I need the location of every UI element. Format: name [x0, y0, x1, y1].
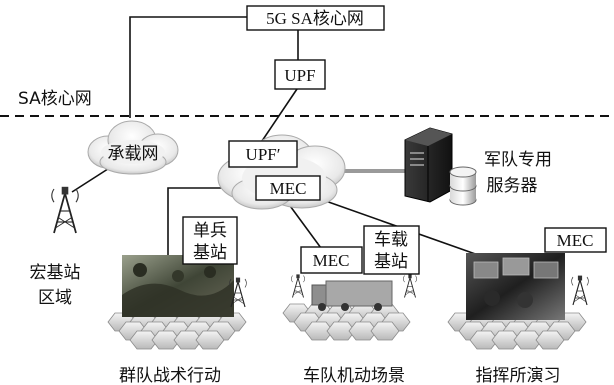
convoy-tower-icon-right: [402, 273, 418, 298]
tactical-soldiers-photo: [122, 255, 234, 317]
mec-command-label: MEC: [557, 231, 594, 250]
convoy-tower-icon-left: [290, 273, 306, 298]
mec-command-box: MEC: [544, 227, 607, 253]
core-network-label: 5G SA核心网: [266, 9, 364, 28]
disk-stack-icon: [449, 166, 477, 206]
macro-station-label-line1: 宏基站: [30, 263, 81, 283]
convoy-truck-icon: [311, 280, 393, 311]
core-network-box: 5G SA核心网: [246, 5, 385, 31]
mec-center-label: MEC: [270, 179, 307, 198]
macro-station-label-line2: 区域: [38, 288, 72, 308]
military-server-label-line2: 服务器: [487, 176, 538, 196]
tactical-hex-cells: [107, 312, 247, 350]
mec-vehicle-label: MEC: [313, 251, 350, 270]
vehicle-station-box: 车载 基站: [363, 225, 420, 275]
vehicle-station-line1: 车载: [374, 230, 408, 250]
mec-center-box: MEC: [255, 175, 321, 201]
macro-tower-icon: [50, 185, 80, 234]
single-soldier-station-line2: 基站: [193, 243, 227, 263]
upf-to-upfprime-link: [261, 88, 298, 142]
single-soldier-station-box: 单兵 基站: [182, 216, 238, 265]
military-server-label-line1: 军队专用: [484, 150, 552, 170]
bearer-network-cloud: 承载网: [87, 120, 179, 175]
single-soldier-station-line1: 单兵: [193, 221, 227, 241]
command-post-photo: [466, 253, 565, 320]
region-label: SA核心网: [18, 89, 92, 109]
scenario-tactical-label: 群队战术行动: [119, 366, 221, 385]
upf-box: UPF: [274, 59, 326, 90]
upf-prime-label: UPF′: [246, 145, 281, 164]
scenario-command-label: 指挥所演习: [476, 366, 561, 385]
military-server-icon: [404, 127, 477, 206]
bearer-to-macro-link: [71, 166, 112, 193]
cloud-to-single-soldier-link: [167, 187, 228, 258]
upf-label: UPF: [284, 66, 315, 85]
bearer-network-label: 承载网: [108, 144, 159, 164]
mec-vehicle-box: MEC: [300, 246, 363, 274]
core-to-bearer-link: [129, 16, 247, 118]
vehicle-station-line2: 基站: [374, 252, 408, 272]
upf-prime-box: UPF′: [228, 140, 298, 168]
command-tower-icon: [571, 275, 589, 306]
scenario-convoy-label: 车队机动场景: [303, 366, 405, 385]
